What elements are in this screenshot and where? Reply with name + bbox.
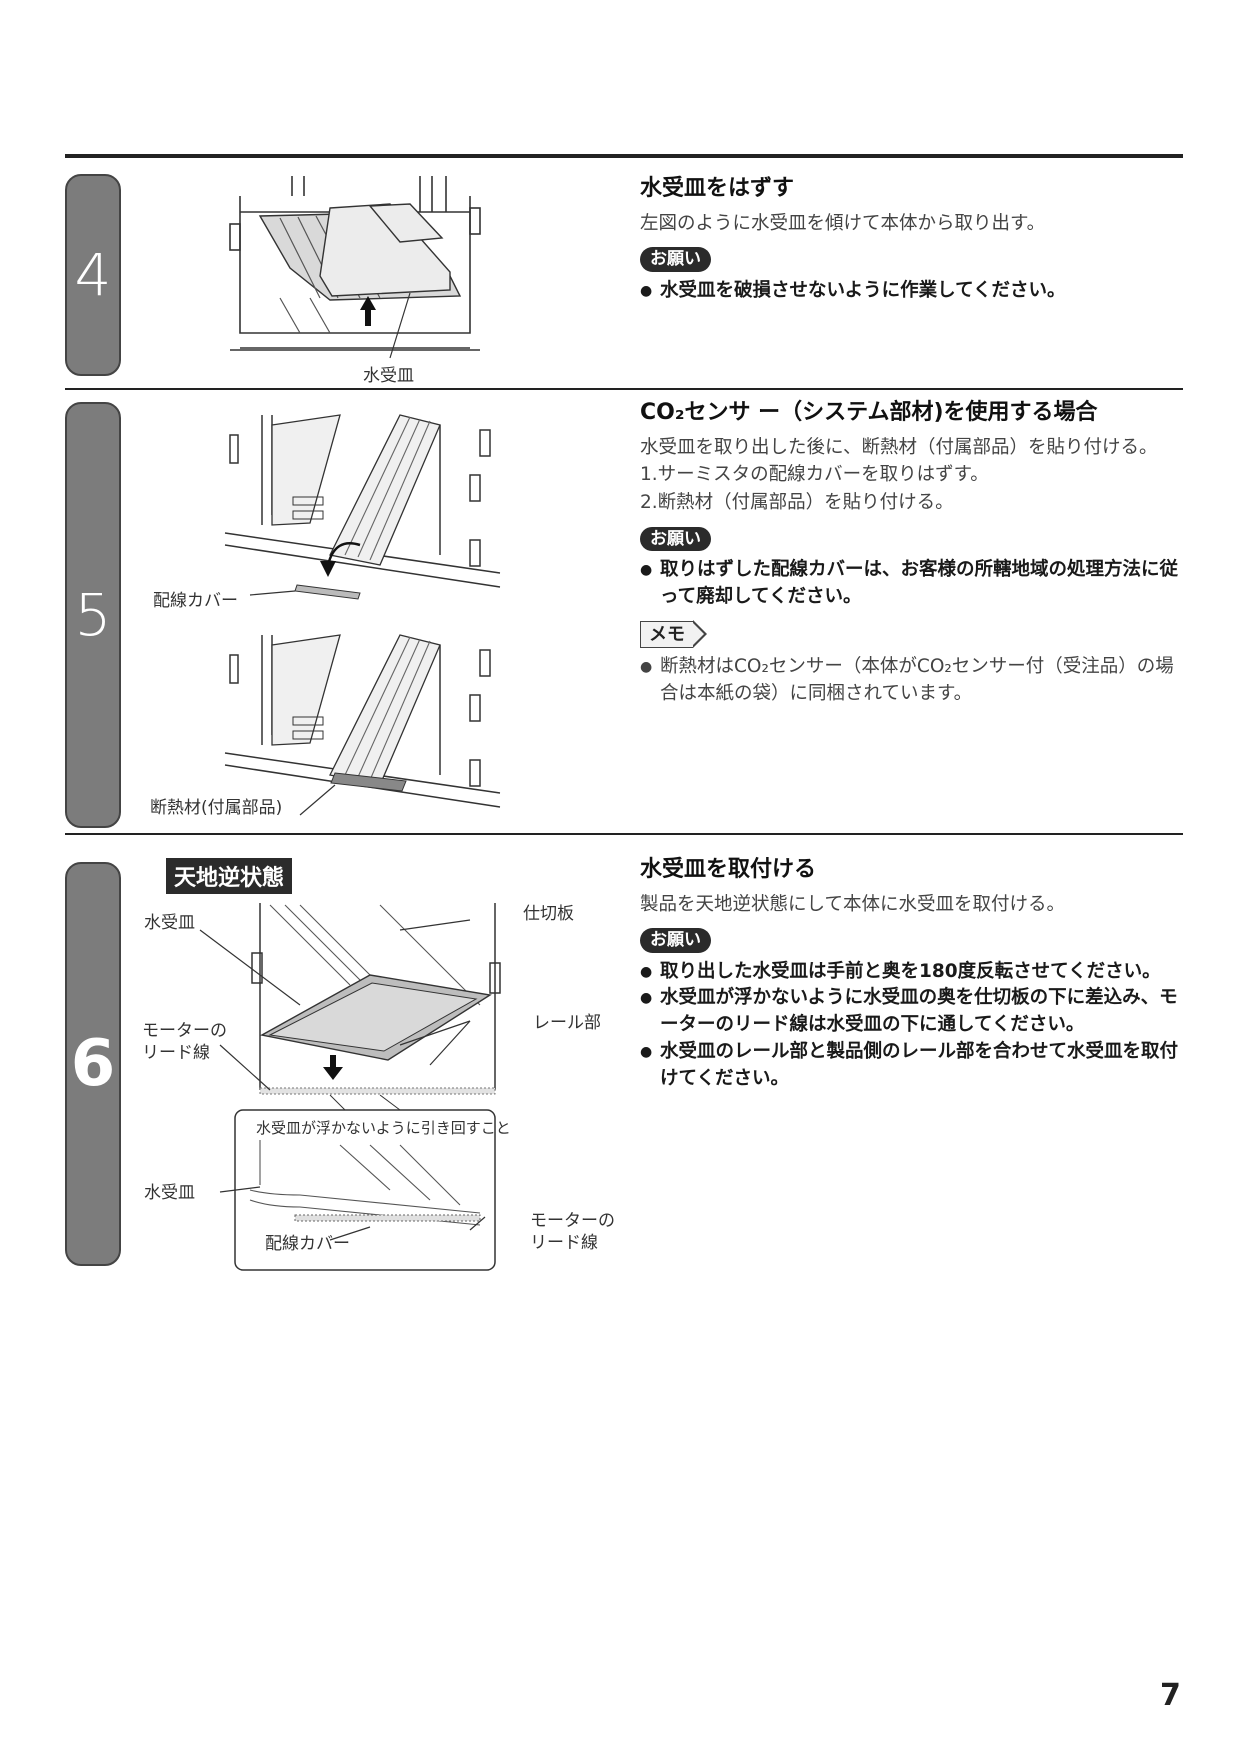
fig-label-insulation: 断熱材(付属部品): [150, 798, 283, 818]
step-5-memo: 断熱材はCO₂センサー（本体がCO₂センサー付（受注品）の場合は本紙の袋）に同梱…: [640, 654, 1180, 708]
step-4-tab: 4: [65, 174, 121, 376]
fig-label-tray-top: 水受皿: [144, 913, 195, 933]
step-6-body: 製品を天地逆状態にして本体に水受皿を取付ける。: [640, 893, 1065, 915]
request-badge: お願い: [640, 928, 711, 953]
step-5-title: CO₂センサ ー（システム部材)を使用する場合: [640, 400, 1098, 425]
fig-label-tray: 水受皿: [363, 366, 414, 386]
note-item: 水受皿のレール部と製品側のレール部を合わせて水受皿を取付けてください。: [640, 1039, 1180, 1093]
memo-label: メモ: [640, 620, 707, 649]
section-divider: [65, 833, 1183, 835]
step-6-tab: 6: [65, 862, 121, 1266]
fig-label-motor-lead-1: モーターの: [142, 1021, 227, 1041]
step-5-body-1: 水受皿を取り出した後に、断熱材（付属部品）を貼り付ける。: [640, 436, 1158, 458]
request-badge: お願い: [640, 247, 711, 272]
step-6-notes: 取り出した水受皿は手前と奥を180度反転させてください。 水受皿が浮かないように…: [640, 959, 1180, 1093]
top-rule: [65, 154, 1183, 158]
step-5-body-3: 2.断熱材（付属部品）を貼り付ける。: [640, 492, 954, 514]
step-4-figure: [229, 176, 481, 359]
fig-label-wire-cover: 配線カバー: [153, 591, 238, 611]
fig-label-motor-lead-2: リード線: [142, 1043, 210, 1063]
inset-caption: 水受皿が浮かないように引き回すこと: [256, 1119, 511, 1137]
memo-item: 断熱材はCO₂センサー（本体がCO₂センサー付（受注品）の場合は本紙の袋）に同梱…: [640, 654, 1180, 708]
page-number: 7: [1160, 1678, 1181, 1713]
step-4-title: 水受皿をはずす: [640, 176, 795, 201]
step-6-figure: [199, 903, 501, 1271]
step-5-figure: [224, 414, 501, 816]
fig-label-motor-lead-b2: リード線: [530, 1233, 598, 1253]
note-item: 取り出した水受皿は手前と奥を180度反転させてください。: [640, 959, 1180, 986]
step-5-body-2: 1.サーミスタの配線カバーを取りはずす。: [640, 464, 989, 486]
step-5-notes: 取りはずした配線カバーは、お客様の所轄地域の処理方法に従って廃却してください。: [640, 557, 1180, 611]
fig-label-rail: レール部: [533, 1013, 601, 1033]
note-item: 水受皿を破損させないように作業してください。: [640, 278, 1180, 305]
fig-label-wire-cover-6: 配線カバー: [265, 1234, 350, 1254]
upside-down-tag: 天地逆状態: [166, 858, 293, 894]
step-4-body: 左図のように水受皿を傾けて本体から取り出す。: [640, 212, 1046, 234]
step-5-tab: 5: [65, 402, 121, 828]
step-6-title: 水受皿を取付ける: [640, 857, 817, 882]
fig-label-tray-bottom: 水受皿: [144, 1183, 195, 1203]
note-item: 取りはずした配線カバーは、お客様の所轄地域の処理方法に従って廃却してください。: [640, 557, 1180, 611]
request-badge: お願い: [640, 526, 711, 552]
note-item: 水受皿が浮かないように水受皿の奥を仕切板の下に差込み、モーターのリード線は水受皿…: [640, 985, 1180, 1039]
section-divider: [65, 388, 1183, 390]
fig-label-partition: 仕切板: [523, 904, 574, 924]
fig-label-motor-lead-b1: モーターの: [530, 1211, 615, 1231]
step-4-notes: 水受皿を破損させないように作業してください。: [640, 278, 1180, 305]
